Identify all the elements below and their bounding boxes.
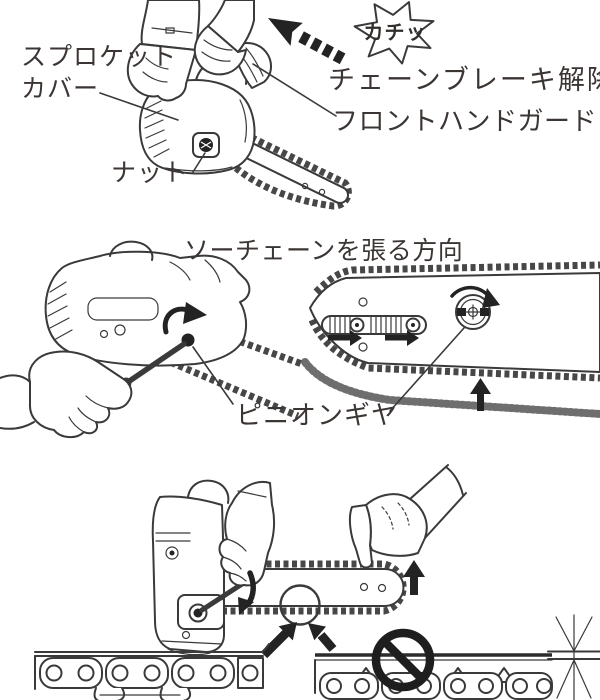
bar-tip-lift-arrow-icon [403, 560, 425, 595]
screw-rotation-arrow-icon [165, 302, 207, 332]
tensioner-slot [322, 316, 426, 334]
chain-closeup-loose [315, 633, 552, 699]
label-sprocket-cover-line2: カバー [21, 74, 100, 103]
label-pinion-gear: ピニオンギヤ [236, 401, 399, 431]
chain-seat-arrow-icon [238, 573, 254, 615]
left-glove [220, 482, 275, 585]
pinion-gear-window [452, 288, 500, 329]
illustration-chain-brake-release [0, 0, 600, 232]
hands [128, 0, 254, 100]
loose-chain-dotted [305, 362, 600, 414]
label-chain-brake-release: チェーンブレーキ解除 [328, 65, 600, 96]
guide-bar [222, 569, 403, 606]
label-front-hand-guard: フロントハンドガード [332, 107, 598, 137]
illustration-tension-check [0, 445, 600, 700]
label-nut: ナット [111, 158, 190, 187]
chainsaw-body-partial [153, 481, 229, 655]
release-direction-arrow-icon [268, 18, 346, 65]
chain-closeup-correct [35, 644, 269, 700]
leader-sprocket-cover [100, 93, 178, 120]
leader-pinion-right [390, 328, 464, 411]
label-sprocket-cover-line1: スプロケット [21, 42, 178, 71]
section-title-tension-direction: ソーチェーンを張る方向 [184, 236, 464, 265]
inspection-circle [281, 586, 320, 625]
chain-tighten-arrow-icon [470, 378, 491, 411]
left-hand-glove [0, 351, 131, 437]
chain-runs [163, 330, 302, 416]
saw-chain [236, 130, 348, 206]
leader-front-hand-guard [253, 64, 336, 116]
right-glove [195, 26, 246, 74]
left-glove [128, 44, 196, 100]
click-burst-text: カチッ [363, 20, 427, 44]
leader-pinion-left [193, 347, 233, 404]
wrench [202, 584, 242, 610]
illustration-chain-tensioning [0, 232, 600, 445]
chainsaw-rear [46, 242, 250, 366]
tensioner-travel-arrows-icon [328, 330, 419, 346]
click-burst-shape [355, 2, 434, 64]
pointing-finger [350, 505, 372, 568]
prohibition-icon [376, 633, 430, 687]
slack-gap-mark-icon [548, 615, 600, 700]
label-sprocket-cover: スプロケット カバー [21, 41, 177, 105]
chainsaw-body [140, 60, 255, 174]
saw-chain [224, 564, 403, 611]
leader-nut [193, 153, 205, 172]
inspection-arrows-icon [264, 622, 333, 655]
right-glove-pointing [350, 465, 466, 568]
bar-detail [305, 265, 600, 414]
